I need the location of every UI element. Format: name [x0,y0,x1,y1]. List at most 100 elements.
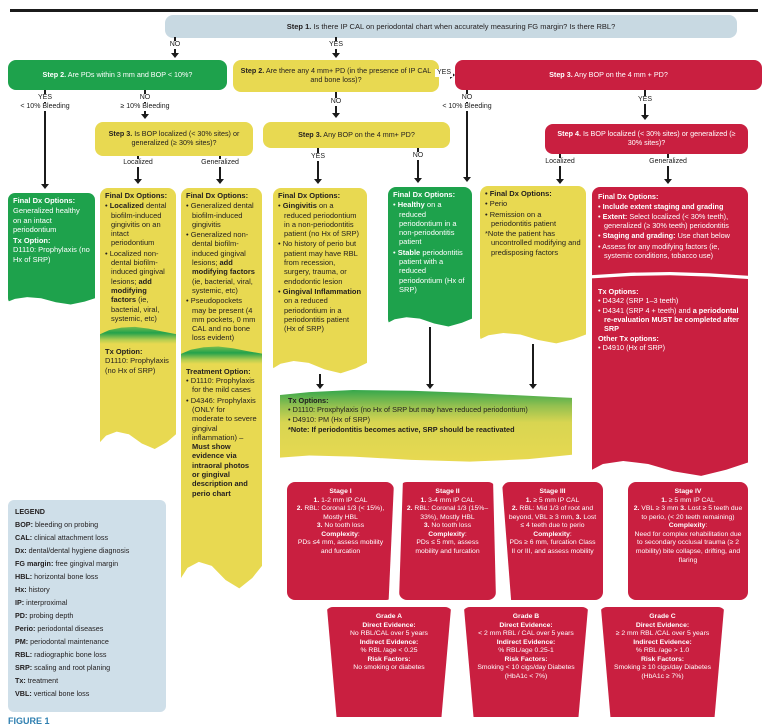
col6-header: • Final Dx Options: [485,189,552,198]
step1-question-box: Step 1. Is there IP CAL on periodontal c… [165,15,737,38]
grade-b-box: Grade B Direct Evidence:< 2 mm RBL / CAL… [463,607,589,717]
connector-step4-localized [559,154,561,179]
step2-yellow-label: Step 2. [240,66,265,76]
col2-header: Final Dx Options: [105,191,168,200]
stage-1-title: Stage I [329,488,352,495]
col2-items: • Localized dental biofilm-induced gingi… [105,201,167,323]
top-rule [10,9,758,12]
final-dx-col5-green: Final Dx Options: • Healthy on a reduced… [388,187,472,327]
col5-header: Final Dx Options: [393,190,456,199]
label-red3-no-bleeding: < 10% Bleeding [440,103,494,111]
label-step4-localized: Localized [543,158,577,166]
arrowhead-left3-localized [134,179,142,184]
step4-box: Step 4. Is BOP localized (< 30% sites) o… [545,124,748,154]
grade-c-lines: Direct Evidence:≥ 2 mm RBL /CAL over 5 y… [613,621,712,680]
final-dx-col1-green: Final Dx Options: Generalized healthy on… [8,193,95,305]
col5-items: • Healthy on a reduced periodontium in a… [393,200,465,294]
arrowhead-mid3-no [414,178,422,183]
arrowhead-col4-to-tx [316,384,324,389]
arrowhead-red3-yes [641,115,649,120]
label-yes-horizontal: YES [434,69,454,77]
connector-mid3-yes [317,148,319,179]
arrowhead-left3-generalized [216,179,224,184]
col6-items: • Perio• Remission on a periodontitis pa… [485,199,581,257]
step3-mid-label: Step 3. [298,129,322,139]
col7-header: Final Dx Options: [598,192,659,201]
col3-wave-divider [181,346,262,364]
label-green-no-bleeding: ≥ 10% Bleeding [118,103,172,111]
connector-col5-to-tx [429,327,431,385]
connector-step4-generalized [667,154,669,179]
step3-red-text: Any BOP on the 4 mm + PD? [572,69,668,79]
stage-2-title: Stage II [435,488,460,495]
arrowhead-col5-to-tx [426,384,434,389]
arrowhead-step1-yes [332,53,340,58]
col4-items: • Gingivitis on a reduced periodontium i… [278,201,362,334]
col2-tx-body: D1110: Prophylaxis (no Hx of SRP) [105,356,169,375]
arrowhead-green-yes [41,184,49,189]
final-dx-col3-yellow: Final Dx Options: • Generalized dental b… [181,188,262,589]
connector-green-yes [44,90,46,184]
arrowhead-yellow-no [332,113,340,118]
step3-mid-text: Any BOP on the 4 mm+ PD? [321,129,415,139]
label-mid3-yes: YES [308,153,328,161]
connector-left3-generalized [219,156,221,179]
col7-white-wave-divider [592,271,748,280]
label-yes: YES [326,41,346,49]
label-step4-generalized: Generalized [647,158,689,166]
label-green-no: NO [137,94,153,102]
col3-header: Final Dx Options: [186,191,249,200]
col7-tx-items: • D4342 (SRP 1–3 teeth)• D4341 (SRP 4 + … [598,295,740,334]
final-dx-col4-yellow: Final Dx Options: • Gingivitis on a redu… [273,188,367,374]
col1-tx-body: D1110: Prophylaxis (no Hx of SRP) [13,245,90,264]
label-green-yes-bleeding: < 10% Bleeding [18,103,72,111]
grade-a-title: Grade A [375,613,403,620]
connector-left3-localized [137,156,139,179]
step2-green-box: Step 2. Are PDs within 3 mm and BOP < 10… [8,60,227,90]
connector-col6-to-tx [532,344,534,385]
arrowhead-step1-no [171,53,179,58]
step2-green-label: Step 2. [42,69,67,79]
stage-4-title: Stage IV [674,488,702,495]
step3-left-label: Step 3. [108,129,133,139]
legend-title: LEGEND [15,507,45,516]
col1-tx-header: Tx Option: [13,236,51,246]
label-green-yes: YES [35,94,55,102]
step2-yellow-box: Step 2. Are there any 4 mm+ PD (in the p… [233,60,439,92]
final-dx-col7-red: Final Dx Options: • Include extent stagi… [592,187,748,476]
col3-items: • Generalized dental biofilm-induced gin… [186,201,256,343]
label-mid3-no: NO [410,152,426,160]
label-no: NO [167,41,183,49]
step3-red-label: Step 3. [549,69,573,79]
col3-tx-items: • D1110: Prophylaxis for the mild cases•… [186,376,257,498]
label-left3-localized: Localized [121,159,155,167]
figure-caption: FIGURE 1 [8,716,50,724]
final-dx-col6-yellow: • Final Dx Options: • Perio• Remission o… [480,186,586,344]
step4-label: Step 4. [557,129,581,139]
grade-c-box: Grade C Direct Evidence:≥ 2 mm RBL /CAL … [600,607,725,717]
arrowhead-step4-localized [556,179,564,184]
col2-wave-divider [100,326,176,345]
step1-label: Step 1. [286,22,312,31]
step3-red-box: Step 3. Any BOP on the 4 mm + PD? [455,60,762,90]
label-red3-yes: YES [635,96,655,104]
col1-body: Generalized healthy on an intact periodo… [13,206,80,234]
grade-b-lines: Direct Evidence:< 2 mm RBL / CAL over 5 … [477,621,575,680]
col7-other-header: Other Tx options: [598,334,659,344]
tx-shared-box: Tx Options: • D1110: Proxphylaxis (no Hx… [280,390,572,462]
label-left3-generalized: Generalized [199,159,241,167]
connector-mid3-no [417,148,419,178]
tx-shared-header: Tx Options: [288,396,329,405]
grade-c-title: Grade C [649,613,676,620]
arrowhead-col6-to-tx [529,384,537,389]
arrowhead-mid3-yes [314,179,322,184]
